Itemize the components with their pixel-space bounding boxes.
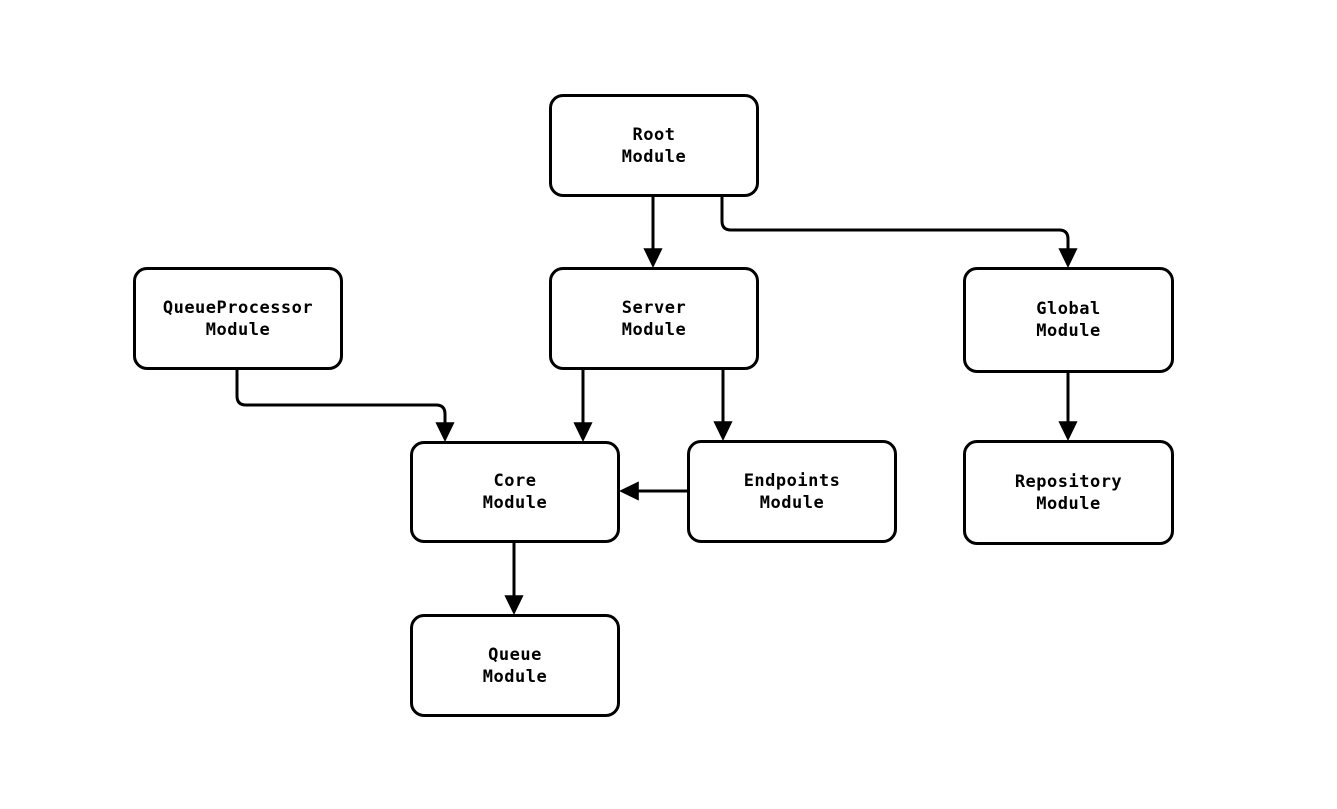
node-endpoints-module-name: Endpoints bbox=[743, 470, 841, 491]
node-queue-module-name: Queue bbox=[488, 644, 542, 665]
node-server-module-name: Server bbox=[621, 297, 687, 318]
node-queueprocessor-module-name: QueueProcessor bbox=[162, 297, 314, 318]
edge-root-to-global bbox=[720, 197, 1078, 268]
node-root-module-name: Root bbox=[632, 124, 676, 145]
node-server-module[interactable]: Server Module bbox=[549, 267, 759, 370]
node-queueprocessor-module-suffix: Module bbox=[205, 319, 271, 340]
node-global-module-name: Global bbox=[1036, 299, 1101, 319]
node-root-module-suffix: Module bbox=[621, 146, 687, 167]
node-repository-module[interactable]: Repository Module bbox=[963, 440, 1174, 545]
node-queue-module[interactable]: Queue Module bbox=[410, 614, 620, 717]
node-repository-module-suffix: Module bbox=[1036, 493, 1101, 514]
node-queue-module-suffix: Module bbox=[482, 666, 548, 687]
node-global-module-suffix: Module bbox=[1036, 321, 1101, 341]
node-root-module[interactable]: Root Module bbox=[549, 94, 759, 197]
node-endpoints-module-suffix: Module bbox=[759, 492, 825, 513]
node-core-module-suffix: Module bbox=[482, 493, 548, 513]
node-queueprocessor-module[interactable]: QueueProcessor Module bbox=[133, 267, 343, 370]
node-global-module[interactable]: Global Module bbox=[963, 267, 1174, 373]
node-repository-module-name: Repository bbox=[1014, 471, 1123, 492]
node-core-module[interactable]: Core Module bbox=[410, 441, 620, 543]
node-core-module-name: Core bbox=[493, 471, 537, 491]
node-endpoints-module[interactable]: Endpoints Module bbox=[687, 440, 897, 543]
node-server-module-suffix: Module bbox=[621, 319, 687, 340]
edge-queueprocessor-to-core bbox=[235, 370, 455, 442]
